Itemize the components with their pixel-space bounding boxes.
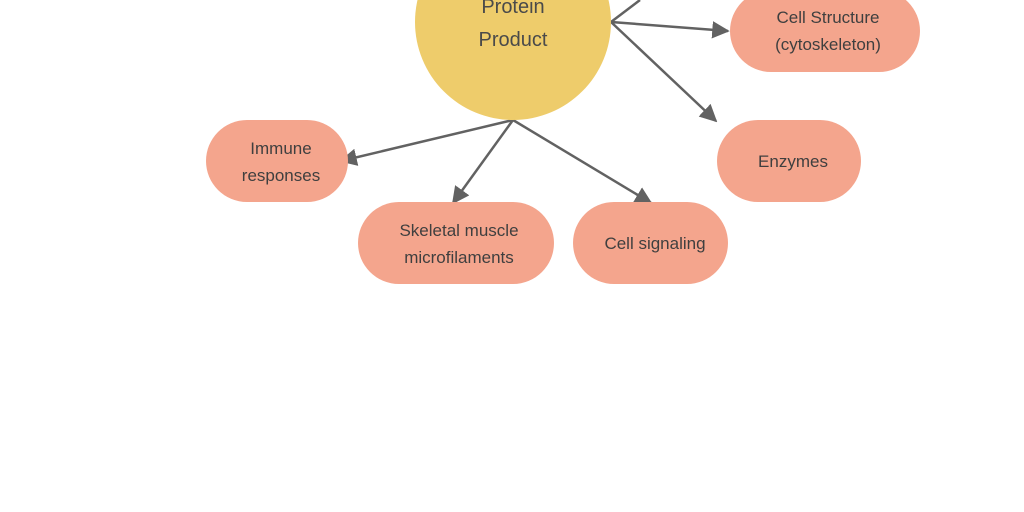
center-circle [415,0,611,120]
node-cell-structure-line1: Cell Structure [777,8,880,27]
center-node: Protein Product [415,0,611,120]
arrow-center-to-offscreen [610,0,641,23]
node-cell-structure: Cell Structure (cytoskeleton) [730,0,920,72]
arrow-to-immune-responses [339,118,514,166]
node-cell-structure-shape [730,0,920,72]
center-label-line2: Product [479,29,548,51]
node-immune-responses-line2: responses [242,166,320,185]
arrow-to-skeletal-muscle [451,119,515,205]
node-skeletal-muscle: Skeletal muscle microfilaments [358,202,554,284]
node-enzymes-shape [717,120,861,202]
node-immune-responses-line1: Immune [250,139,311,158]
node-skeletal-muscle-shape [358,202,554,284]
node-skeletal-muscle-line1: Skeletal muscle [399,221,518,240]
node-immune-responses: Immune responses [206,120,348,202]
node-cell-signaling-label: Cell signaling [604,234,705,253]
center-label-line1: Protein [481,0,544,18]
node-cell-signaling: Cell signaling [573,202,728,284]
connectors [339,0,730,205]
node-skeletal-muscle-line2: microfilaments [404,248,514,267]
arrow-to-cell-structure [610,20,730,39]
node-cell-structure-line2: (cytoskeleton) [775,35,881,54]
node-cell-signaling-shape [573,202,728,284]
arrow-to-enzymes [610,21,718,123]
node-enzymes: Enzymes [717,120,861,202]
node-enzymes-label: Enzymes [758,152,828,171]
node-immune-responses-shape [206,120,348,202]
arrow-to-cell-signaling [512,118,653,205]
